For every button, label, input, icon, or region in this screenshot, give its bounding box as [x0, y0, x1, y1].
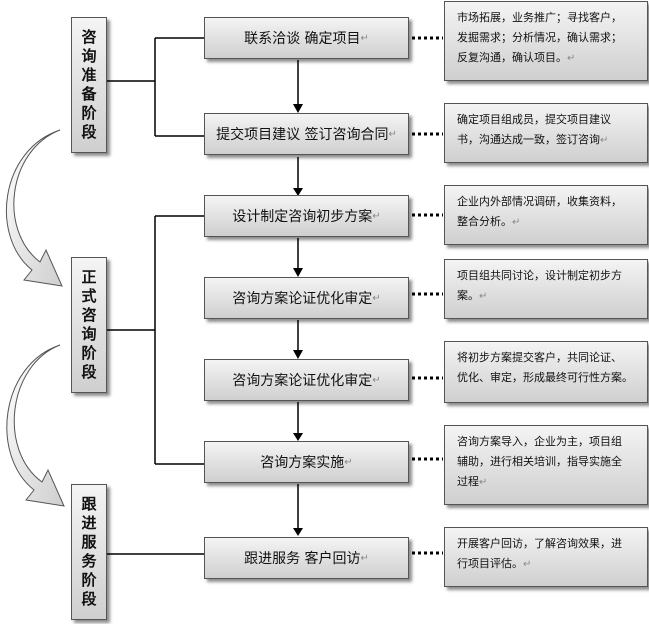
paragraph-mark: ↵ [600, 135, 609, 146]
description-line: 辅助，进行相关培训，指导实施全 [457, 455, 622, 468]
description-line: 行项目评估。 [457, 557, 523, 570]
phase-char: 阶 [81, 344, 97, 362]
step-label: 联系洽谈 确定项目 [244, 31, 361, 47]
phase-char: 正 [81, 268, 97, 286]
phase-char: 跟 [81, 495, 97, 513]
step-label: 咨询方案论证优化审定 [232, 373, 373, 389]
phase-char: 段 [81, 123, 97, 141]
paragraph-mark: ↵ [360, 32, 369, 44]
paragraph-mark: ↵ [372, 210, 381, 222]
description-line: 发掘需求；分析情况，确认需求； [457, 31, 622, 44]
paragraph-mark: ↵ [344, 456, 353, 468]
phase-preparation: 咨 询 准 备 阶 段 [71, 17, 107, 153]
step-follow-up-visit: 跟进服务 客户回访↵ [204, 537, 409, 579]
description-line: 书，沟通达成一致，签订咨询 [457, 133, 600, 146]
description-submit-proposal: 确定项目组成员，提交项目建议 书，沟通达成一致，签订咨询↵ [444, 103, 648, 163]
paragraph-mark: ↵ [388, 128, 397, 140]
description-line: 整合分析。 [457, 215, 512, 228]
paragraph-mark: ↵ [523, 559, 532, 570]
phase-formal-consulting: 正 式 咨 询 阶 段 [71, 257, 107, 393]
paragraph-mark: ↵ [567, 53, 576, 64]
phase-char: 阶 [81, 571, 97, 589]
paragraph-mark: ↵ [360, 552, 369, 564]
phase-char: 咨 [81, 28, 97, 46]
description-line: 优化、审定，形成最终可行性方案。 [457, 371, 633, 384]
description-line: 市场拓展，业务推广；寻找客户， [457, 11, 622, 24]
paragraph-mark: ↵ [479, 477, 488, 488]
phase-char: 准 [81, 66, 97, 84]
phase-char: 段 [81, 590, 97, 608]
phase-char: 进 [81, 514, 97, 532]
description-line: 项目组共同讨论，设计制定初步方 [457, 269, 622, 282]
paragraph-mark: ↵ [512, 217, 521, 228]
step-contact-negotiation: 联系洽谈 确定项目↵ [204, 17, 409, 59]
phase-follow-up: 跟 进 服 务 阶 段 [71, 484, 107, 620]
paragraph-mark: ↵ [372, 292, 381, 304]
step-submit-proposal: 提交项目建议 签订咨询合同↵ [204, 113, 409, 155]
description-line: 开展客户回访，了解咨询效果，进 [457, 537, 622, 550]
phase-char: 备 [81, 85, 97, 103]
description-line: 将初步方案提交客户，共同论证、 [457, 351, 622, 364]
description-line: 确定项目组成员，提交项目建议 [457, 113, 611, 126]
phase-char: 咨 [81, 306, 97, 324]
description-plan-review-1: 项目组共同讨论，设计制定初步方 案。↵ [444, 259, 648, 319]
phase-transition-arrow-2 [6, 344, 65, 507]
paragraph-mark: ↵ [372, 374, 381, 386]
step-label: 设计制定咨询初步方案 [232, 209, 373, 225]
phase-char: 服 [81, 533, 97, 551]
description-line: 案。 [457, 289, 479, 302]
description-line: 过程 [457, 475, 479, 488]
step-label: 提交项目建议 签订咨询合同 [216, 127, 389, 143]
phase-char: 式 [81, 287, 97, 305]
phase-transition-arrow-1 [5, 129, 63, 287]
step-implementation: 咨询方案实施↵ [204, 441, 409, 483]
description-implementation: 咨询方案导入，企业为主，项目组 辅助，进行相关培训，指导实施全 过程↵ [444, 425, 648, 505]
phase-char: 询 [81, 325, 97, 343]
description-plan-review-2: 将初步方案提交客户，共同论证、 优化、审定，形成最终可行性方案。 [444, 341, 648, 403]
description-line: 企业内外部情况调研，收集资料， [457, 195, 622, 208]
phase-char: 段 [81, 363, 97, 381]
description-design-plan: 企业内外部情况调研，收集资料， 整合分析。↵ [444, 185, 648, 245]
step-design-plan: 设计制定咨询初步方案↵ [204, 195, 409, 237]
step-label: 跟进服务 客户回访 [244, 551, 361, 567]
description-line: 反复沟通，确认项目。 [457, 51, 567, 64]
description-contact-negotiation: 市场拓展，业务推广；寻找客户， 发掘需求；分析情况，确认需求； 反复沟通，确认项… [444, 1, 648, 81]
step-plan-review-1: 咨询方案论证优化审定↵ [204, 277, 409, 319]
description-follow-up-visit: 开展客户回访，了解咨询效果，进 行项目评估。↵ [444, 527, 648, 587]
step-plan-review-2: 咨询方案论证优化审定↵ [204, 359, 409, 401]
step-label: 咨询方案实施 [260, 455, 345, 471]
phase-char: 务 [81, 552, 97, 570]
step-label: 咨询方案论证优化审定 [232, 291, 373, 307]
paragraph-mark: ↵ [479, 291, 488, 302]
phase-char: 询 [81, 47, 97, 65]
phase-char: 阶 [81, 104, 97, 122]
description-line: 咨询方案导入，企业为主，项目组 [457, 435, 622, 448]
